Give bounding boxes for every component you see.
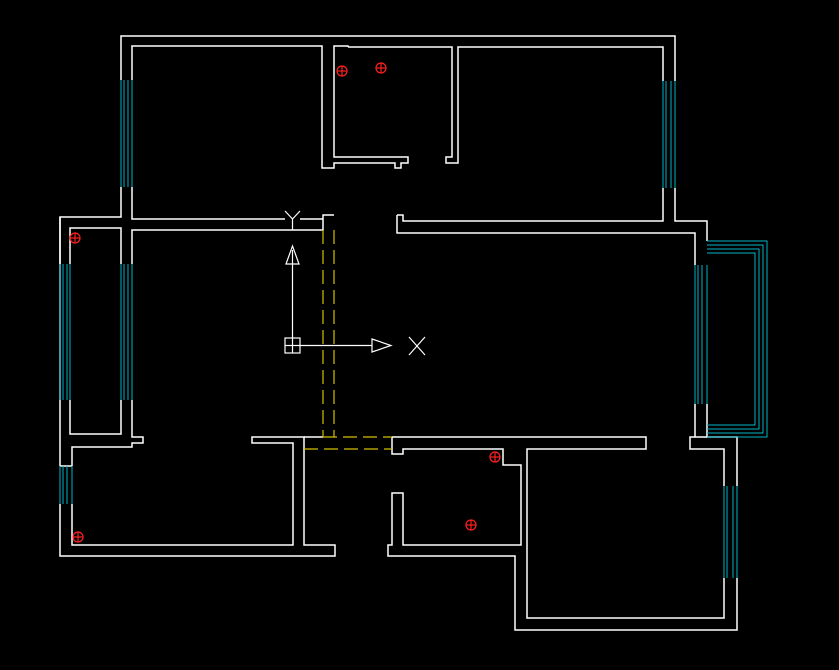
left-mid-inner1 (69, 227, 122, 264)
inner-wall-top (131, 45, 409, 169)
light-icon (489, 451, 501, 463)
windows (59, 80, 768, 578)
left-upper-wall-inner (131, 187, 285, 220)
corridor-right-inner (396, 215, 696, 265)
bottom-center-top2 (392, 436, 725, 619)
bay-window (707, 240, 768, 438)
light-icon (69, 232, 81, 244)
ucs-axis-icon (284, 210, 426, 356)
light-icon (375, 62, 387, 74)
light-fixtures (69, 62, 501, 543)
walls (59, 35, 738, 631)
right-wall-lower-outer2 (706, 421, 738, 486)
window-left-top (120, 80, 133, 187)
top-middle-room (348, 46, 664, 164)
light-icon (72, 531, 84, 543)
outer-wall-top (120, 35, 676, 81)
door-openings (304, 230, 392, 450)
window-right-lower (723, 486, 738, 578)
window-right-middle (694, 265, 708, 404)
bottom-center-room (387, 437, 738, 631)
right-wall-lower-outer (689, 436, 725, 486)
window-right-top (662, 81, 676, 188)
light-icon (336, 65, 348, 77)
left-lower-outer (59, 436, 336, 557)
corridor-top-wall (131, 214, 334, 264)
left-upper-wall-outer (59, 187, 122, 264)
left-mid-inner3 (71, 400, 144, 466)
window-left-lower (59, 466, 73, 504)
left-mid-inner2 (69, 400, 122, 435)
corridor-right-wall-2 (674, 188, 708, 241)
window-left-middle-inner (120, 264, 133, 400)
window-left-middle-outer (59, 264, 71, 400)
light-icon (465, 519, 477, 531)
corridor-right-wall (397, 188, 664, 222)
